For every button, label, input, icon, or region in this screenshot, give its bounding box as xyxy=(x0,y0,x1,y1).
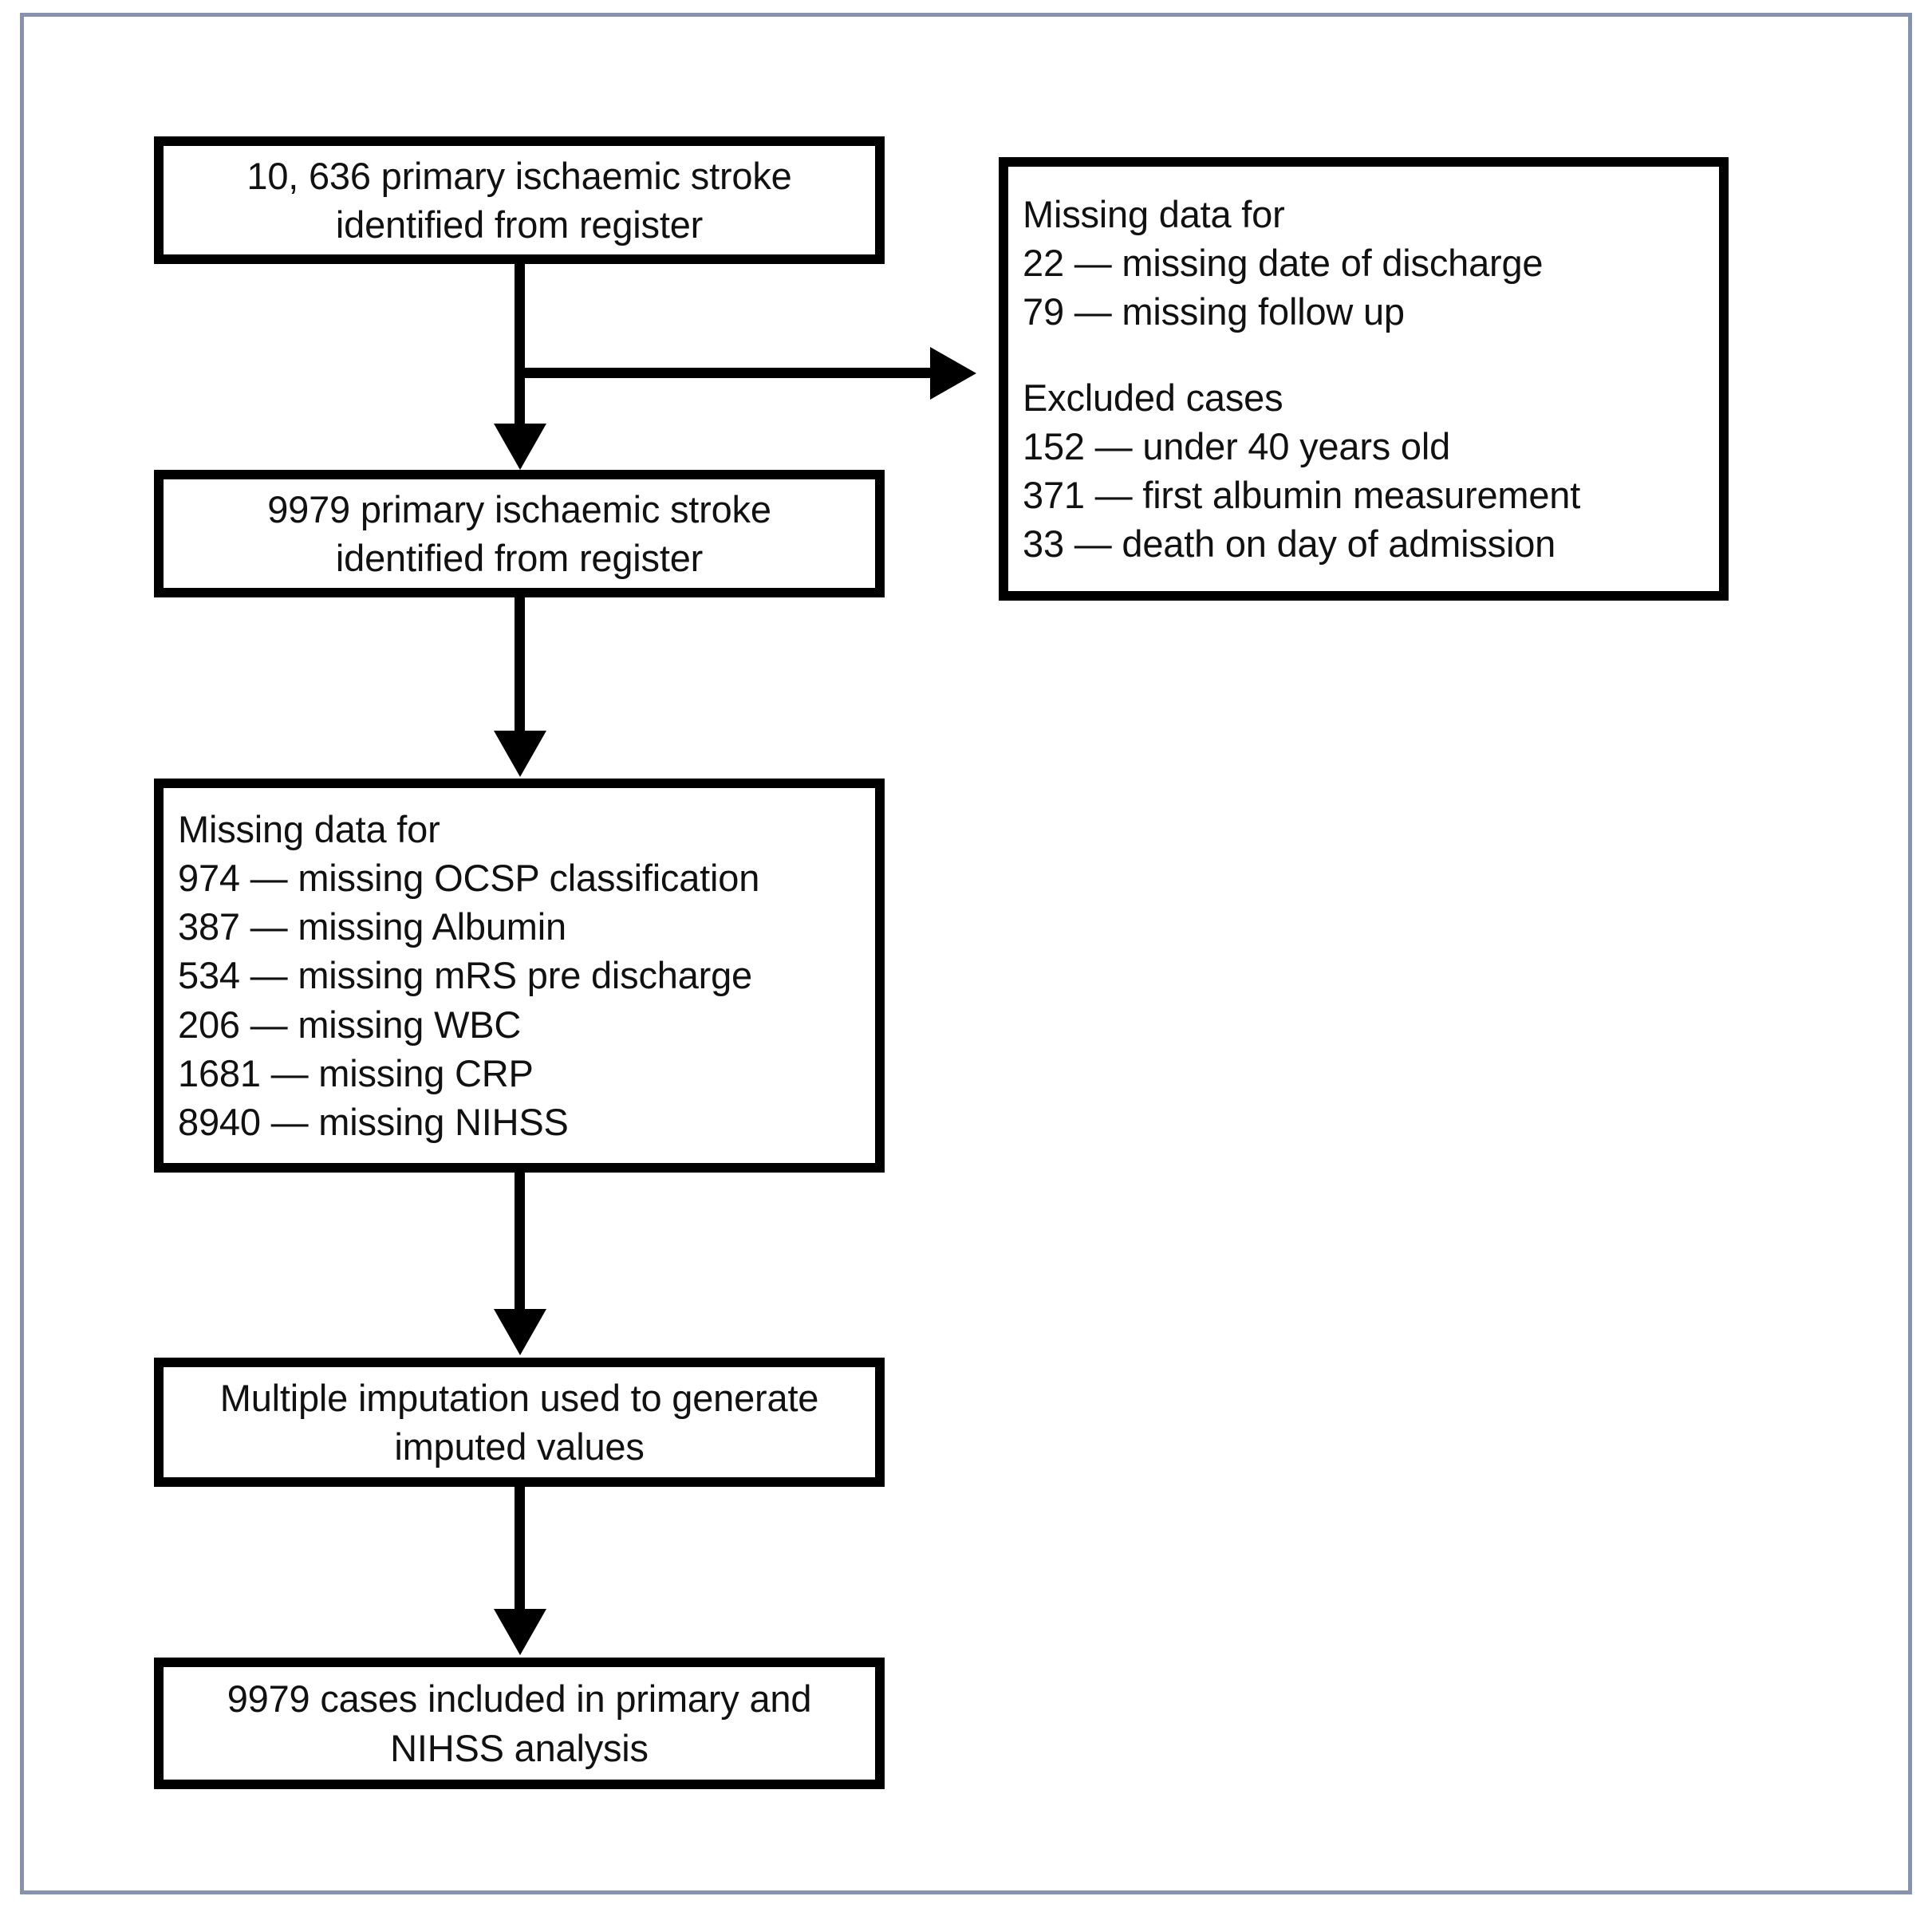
connector-imputation-to-included-line xyxy=(515,1487,525,1610)
figure-outer-frame: 10, 636 primary ischaemic stroke identif… xyxy=(20,13,1912,1894)
connector-missing-to-imputation-line xyxy=(515,1173,525,1311)
missing-item-nihss: 8940 — missing NIHSS xyxy=(178,1100,569,1143)
arrow-down-icon-total-to-eligible xyxy=(494,424,546,470)
arrow-right-icon-to-exclusions xyxy=(930,347,976,400)
box-multiple-imputation: Multiple imputation used to generate imp… xyxy=(154,1358,885,1487)
missing-item-albumin: 387 — missing Albumin xyxy=(178,905,566,948)
box-eligible-cohort: 9979 primary ischaemic stroke identified… xyxy=(154,470,885,597)
box-exclusions: Missing data for 22 — missing date of di… xyxy=(999,157,1729,601)
arrow-down-icon-eligible-to-missing xyxy=(494,731,546,777)
box-eligible-line-1: 9979 primary ischaemic stroke xyxy=(267,487,771,530)
box-eligible-line-2: identified from register xyxy=(335,537,704,579)
exclusions-item-first-albumin: 371 — first albumin measurement xyxy=(1023,474,1581,517)
missing-item-crp: 1681 — missing CRP xyxy=(178,1051,534,1094)
exclusions-heading-missing: Missing data for xyxy=(1023,192,1285,235)
connector-eligible-to-missing-line xyxy=(515,597,525,733)
box-missing-data: Missing data for 974 — missing OCSP clas… xyxy=(154,779,885,1173)
exclusions-blank-line xyxy=(1008,336,1023,373)
box-included-line-2: NIHSS analysis xyxy=(390,1726,649,1769)
box-cases-included: 9979 cases included in primary and NIHSS… xyxy=(154,1658,885,1789)
connector-total-to-eligible-line xyxy=(515,264,525,428)
exclusions-item-missing-followup: 79 — missing follow up xyxy=(1023,290,1405,333)
missing-heading: Missing data for xyxy=(178,808,440,851)
box-total-identified: 10, 636 primary ischaemic stroke identif… xyxy=(154,136,885,264)
box-imputation-line-1: Multiple imputation used to generate xyxy=(219,1376,819,1419)
arrow-down-icon-imputation-to-included xyxy=(494,1609,546,1655)
exclusions-item-under-40: 152 — under 40 years old xyxy=(1023,425,1451,468)
missing-item-wbc: 206 — missing WBC xyxy=(178,1003,522,1046)
box-imputation-line-2: imputed values xyxy=(394,1425,645,1468)
box-total-line-1: 10, 636 primary ischaemic stroke xyxy=(246,154,792,197)
missing-item-mrs: 534 — missing mRS pre discharge xyxy=(178,954,752,997)
missing-item-ocsp: 974 — missing OCSP classification xyxy=(178,857,760,900)
box-included-line-1: 9979 cases included in primary and xyxy=(227,1677,812,1721)
connector-branch-to-exclusions-line xyxy=(520,368,932,378)
exclusions-heading-excluded: Excluded cases xyxy=(1023,376,1283,419)
exclusions-item-missing-discharge: 22 — missing date of discharge xyxy=(1023,241,1544,284)
exclusions-item-death-admission: 33 — death on day of admission xyxy=(1023,522,1556,566)
arrow-down-icon-missing-to-imputation xyxy=(494,1309,546,1355)
box-total-line-2: identified from register xyxy=(335,203,704,246)
